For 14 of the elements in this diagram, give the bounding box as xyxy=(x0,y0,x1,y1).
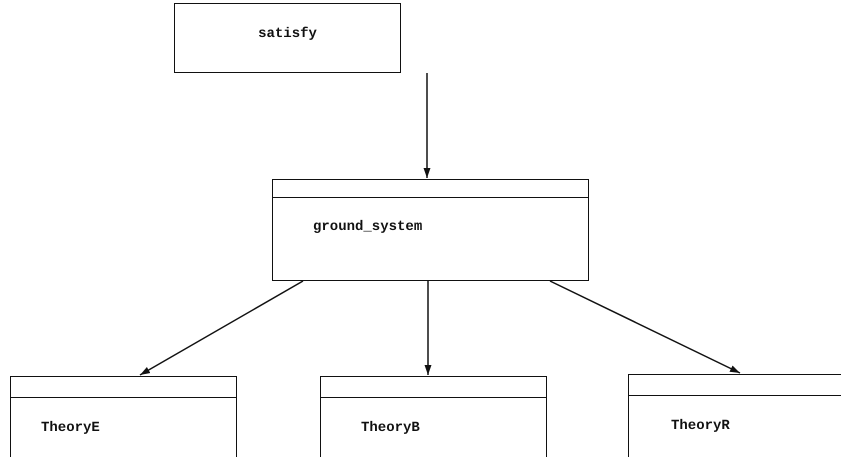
box-label: TheoryE xyxy=(40,419,100,436)
arrow xyxy=(424,281,432,375)
box-label: satisfy xyxy=(258,25,317,42)
arrow xyxy=(140,280,304,376)
box-label: TheoryR xyxy=(670,417,730,434)
box-label: ground_system xyxy=(312,218,422,235)
class-box xyxy=(628,374,841,457)
box-label: TheoryB xyxy=(360,419,420,436)
process-box xyxy=(174,3,401,73)
class-box xyxy=(10,376,237,457)
arrow xyxy=(550,280,740,374)
arrow xyxy=(424,73,430,178)
class-box xyxy=(320,376,547,457)
class-box xyxy=(272,179,589,281)
